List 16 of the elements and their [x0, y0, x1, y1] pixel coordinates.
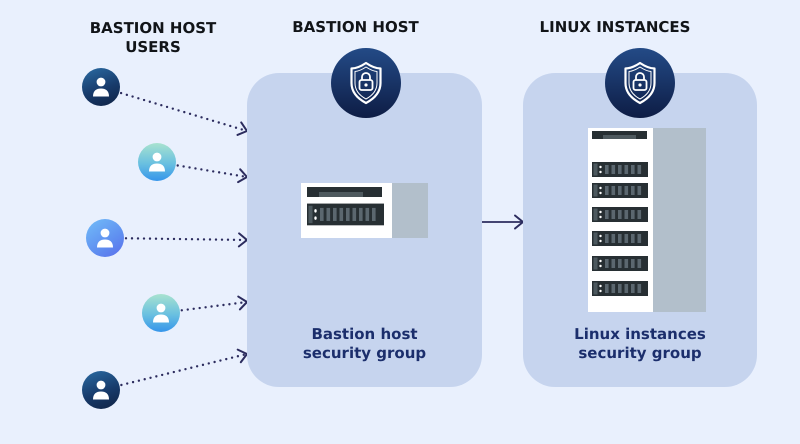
column-heading: BASTION HOST	[292, 18, 419, 37]
group-label: Bastion host security group	[302, 325, 428, 363]
column-heading: LINUX INSTANCES	[540, 18, 690, 37]
user-avatar	[138, 143, 176, 181]
dotted-arrow	[176, 164, 248, 184]
arrow	[482, 214, 524, 230]
user-avatar	[86, 219, 124, 257]
dotted-arrow	[120, 92, 248, 136]
user-avatar	[82, 68, 120, 106]
dotted-arrow	[180, 296, 248, 312]
group-label: Linux instances security group	[573, 325, 707, 363]
user-avatar	[142, 294, 180, 332]
column-heading: BASTION HOST USERS	[88, 19, 218, 57]
user-avatar	[82, 371, 120, 409]
dotted-arrow	[124, 232, 248, 248]
dotted-arrow	[120, 348, 248, 386]
